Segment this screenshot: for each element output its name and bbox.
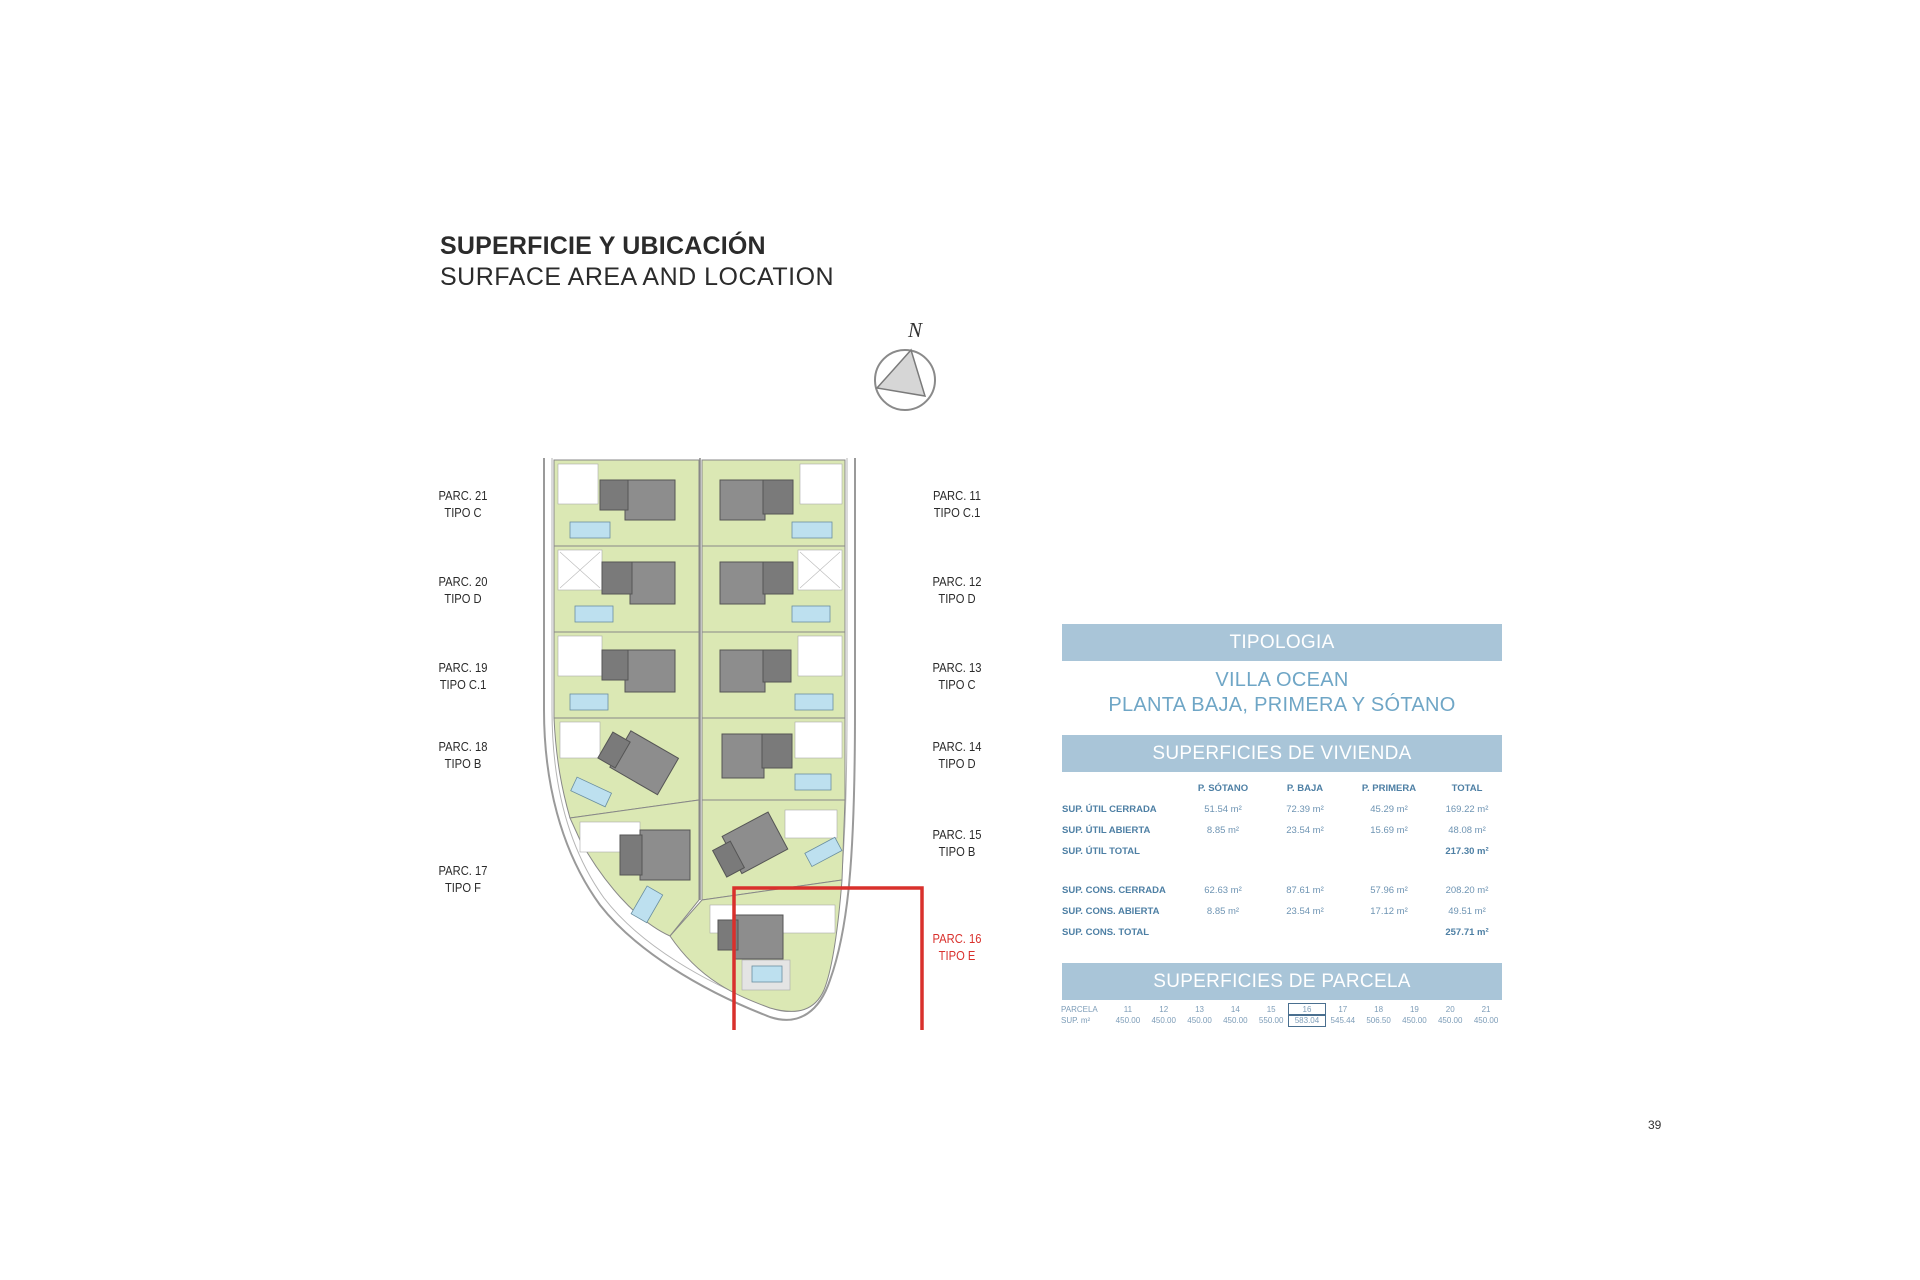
row-label: SUP. ÚTIL TOTAL [1062,846,1140,857]
page-title: SUPERFICIE Y UBICACIÓN [440,232,766,260]
cell: 208.20 m² [1445,885,1489,896]
parcela-area: 450.00 [1402,1016,1427,1025]
parcela-area-row: SUP. m² 450.00 450.00 450.00 450.00 550.… [1060,1014,1504,1027]
plot-17 [569,799,700,937]
plot-20 [553,545,700,633]
parcela-area: 506.50 [1366,1016,1391,1025]
parcela-area: 450.00 [1151,1016,1176,1025]
north-arrow-icon [874,348,936,411]
table-row: SUP. CONS. TOTAL 257.71 m² [1062,922,1502,943]
cell: 8.85 m² [1206,906,1240,917]
cell: 49.51 m² [1448,906,1486,917]
plot-16 [669,879,843,1012]
parcela-area: 450.00 [1115,1016,1141,1025]
parcela-number: 18 [1374,1005,1384,1014]
parcela-number: 21 [1481,1005,1491,1014]
page-number: 39 [1648,1118,1662,1132]
col-header: P. PRIMERA [1361,783,1417,794]
cell: 45.29 m² [1370,804,1408,815]
col-header: P. SÓTANO [1197,783,1249,794]
table-header-row: P. SÓTANO P. BAJA P. PRIMERA TOTAL [1062,778,1502,799]
parcela-number: 14 [1230,1005,1240,1014]
cell: 23.54 m² [1286,906,1324,917]
table-row: SUP. ÚTIL CERRADA 51.54 m² 72.39 m² 45.2… [1062,799,1502,820]
site-plan [543,458,924,1030]
row-label: SUP. CONS. CERRADA [1062,885,1166,896]
cell: 51.54 m² [1204,804,1242,815]
row-label: SUP. ÚTIL ABIERTA [1062,825,1151,836]
cell: 48.08 m² [1448,825,1486,836]
parcela-area: 450.00 [1437,1016,1463,1025]
cell: 8.85 m² [1206,825,1240,836]
parcela-number: 11 [1123,1005,1133,1014]
parcela-area: 450.00 [1187,1016,1212,1025]
row-label: PARCELA [1061,1005,1098,1014]
plot-21 [553,459,700,547]
selected-plot-frame [732,886,924,1030]
table-row: SUP. ÚTIL ABIERTA 8.85 m² 23.54 m² 15.69… [1062,820,1502,841]
tipologia-value: VILLA OCEAN PLANTA BAJA, PRIMERA Y SÓTAN… [1062,668,1502,718]
table-row: SUP. ÚTIL TOTAL 217.30 m² [1062,841,1502,862]
col-header: TOTAL [1451,783,1483,794]
row-label: SUP. ÚTIL CERRADA [1062,804,1157,815]
cell: 15.69 m² [1370,825,1408,836]
plot-13 [701,631,846,719]
plot-11 [701,459,846,547]
parcela-number: 20 [1445,1005,1455,1014]
parcela-area: 550.00 [1258,1016,1284,1025]
vivienda-table: P. SÓTANO P. BAJA P. PRIMERA TOTAL SUP. … [1062,778,1502,943]
cell: 87.61 m² [1286,885,1324,896]
cell-total: 257.71 m² [1445,927,1489,938]
cell: 72.39 m² [1286,804,1324,815]
site-boundary [543,458,856,1021]
parcela-area: 450.00 [1473,1016,1499,1025]
parcela-number-selected: 16 [1288,1003,1326,1016]
parcela-number-row: PARCELA 11 12 13 14 15 16 17 18 19 20 21 [1060,1003,1504,1016]
row-label: SUP. m² [1061,1016,1091,1025]
table-row: SUP. CONS. ABIERTA 8.85 m² 23.54 m² 17.1… [1062,901,1502,922]
parcela-number: 17 [1338,1005,1348,1014]
tipologia-heading: TIPOLOGIA [1062,624,1502,661]
cell: 57.96 m² [1370,885,1408,896]
plot-14 [701,717,846,801]
row-label: SUP. CONS. ABIERTA [1062,906,1160,917]
parcela-table: PARCELA 11 12 13 14 15 16 17 18 19 20 21… [1060,1003,1504,1027]
cell: 62.63 m² [1204,885,1242,896]
table-row: SUP. CONS. CERRADA 62.63 m² 87.61 m² 57.… [1062,880,1502,901]
tipologia-line-2: PLANTA BAJA, PRIMERA Y SÓTANO [1108,694,1456,716]
parcela-number: 13 [1195,1005,1204,1014]
parcela-number: 15 [1266,1005,1276,1014]
tipologia-line-1: VILLA OCEAN [1215,669,1349,691]
plot-15 [701,799,846,901]
parcela-area: 450.00 [1223,1016,1248,1025]
plot-19 [553,631,700,719]
parcela-area-selected: 583.04 [1288,1014,1326,1027]
cell: 17.12 m² [1370,906,1408,917]
vivienda-heading: SUPERFICIES DE VIVIENDA [1062,735,1502,772]
parcela-number: 12 [1159,1005,1169,1014]
row-label: SUP. CONS. TOTAL [1062,927,1150,938]
cell: 169.22 m² [1445,804,1489,815]
plot-18 [553,717,700,819]
cell-total: 217.30 m² [1445,846,1489,857]
page-subtitle: SURFACE AREA AND LOCATION [440,263,835,291]
parcela-number: 19 [1409,1005,1419,1014]
col-header: P. BAJA [1286,783,1324,794]
north-label: N [908,318,923,342]
plot-12 [701,545,846,633]
parcela-area: 545.44 [1330,1016,1356,1025]
cell: 23.54 m² [1286,825,1324,836]
parcela-heading: SUPERFICIES DE PARCELA [1062,963,1502,1000]
